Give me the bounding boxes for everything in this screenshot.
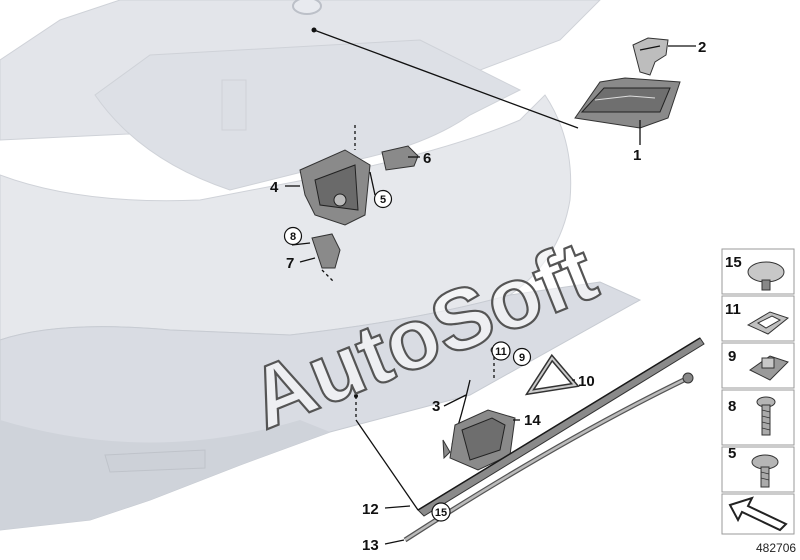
latch-cover-part [381, 145, 419, 171]
circled-callout-11: 11 [495, 346, 507, 358]
panel-label-5: 5 [728, 445, 736, 462]
callout-13: 13 [362, 537, 379, 554]
bumper-strip-part [417, 337, 705, 517]
car-rear-body [0, 0, 642, 531]
leader-lines [285, 27, 696, 545]
circled-callout-9: 9 [519, 352, 525, 364]
panel-label-9: 9 [728, 348, 736, 365]
panel-cell-arrow [721, 493, 795, 535]
panel-cell-11: 11 [721, 295, 795, 342]
panel-cell-15: 15 [721, 248, 795, 295]
lock-bracket-part [311, 233, 341, 283]
circled-callout-5: 5 [380, 194, 386, 206]
panel-cell-9: 9 [721, 342, 795, 389]
callout-14: 14 [524, 412, 541, 429]
callout-1: 1 [633, 147, 641, 164]
panel-cell-8: 8 [721, 389, 795, 446]
trim-triangle-part [524, 353, 580, 396]
callout-2: 2 [698, 39, 706, 56]
callout-3: 3 [432, 398, 440, 415]
trunk-handle-part [574, 77, 681, 129]
panel-label-15: 15 [725, 254, 742, 271]
circled-callout-8: 8 [290, 231, 296, 243]
callout-6: 6 [423, 150, 431, 167]
callout-7: 7 [286, 255, 294, 272]
callout-10: 10 [578, 373, 595, 390]
panel-label-8: 8 [728, 398, 736, 415]
callout-labels: 2 1 6 4 7 3 14 10 12 13 [270, 39, 706, 554]
bracket-part [632, 37, 669, 76]
small-parts-panel: 15 11 9 8 5 [721, 248, 795, 535]
trunk-lock-part [299, 125, 371, 226]
panel-cell-5: 5 [721, 445, 795, 493]
callout-12: 12 [362, 501, 379, 518]
drawing-number: 482706 [756, 541, 796, 555]
callout-4: 4 [270, 179, 279, 196]
panel-label-11: 11 [725, 301, 741, 318]
direction-arrow-icon [728, 496, 788, 532]
actuator-part [449, 409, 516, 471]
circled-callout-15: 15 [435, 507, 447, 519]
circled-callouts: 5 8 11 9 15 [283, 189, 532, 522]
